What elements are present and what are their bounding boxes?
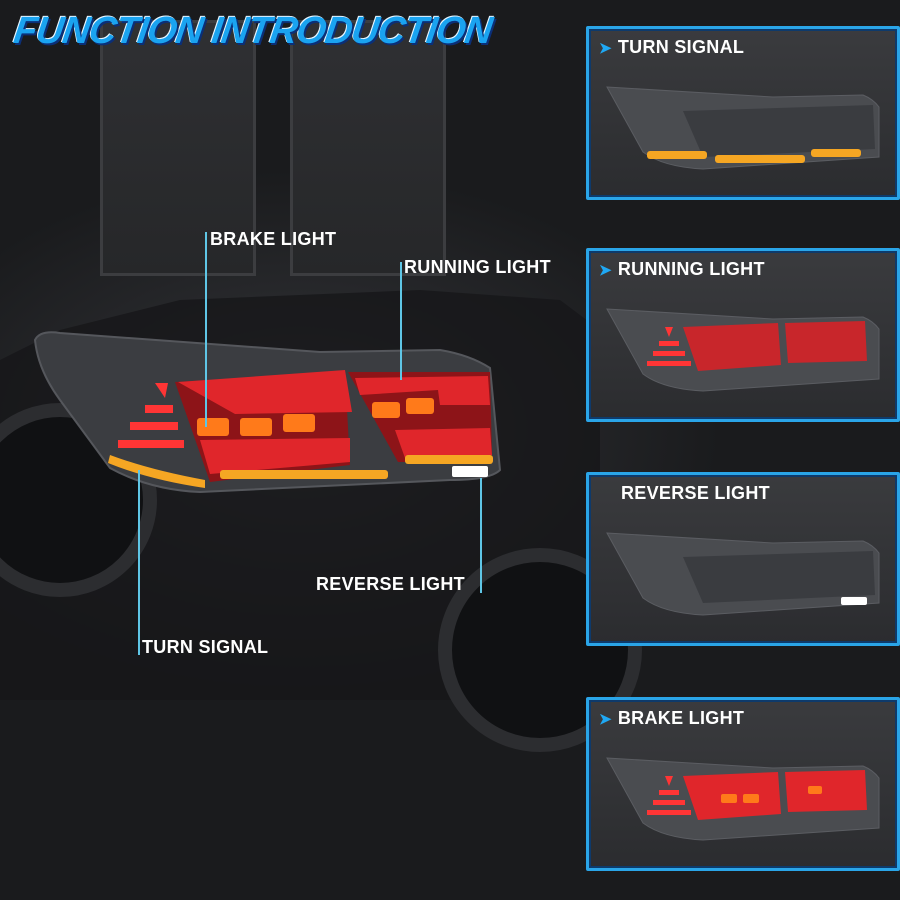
tail-light-brake-image [606,757,880,841]
garage-window [100,20,256,276]
chevron-right-icon: ➤ [599,262,612,279]
panel-turn-signal: ➤ TURN SIGNAL [586,26,900,200]
page-title: FUNCTION INTRODUCTION [11,10,495,52]
tail-light-turn-image [606,86,880,170]
callout-line-turn [138,470,140,655]
panel-label: RUNNING LIGHT [617,259,765,279]
callout-brake-light: BRAKE LIGHT [210,229,337,249]
callout-turn-signal: TURN SIGNAL [142,637,269,657]
tail-light-running-image [606,308,880,392]
panel-label: REVERSE LIGHT [621,483,770,503]
panel-running-light: ➤ RUNNING LIGHT [586,248,900,422]
callout-line-running [400,262,402,380]
callout-reverse-light: REVERSE LIGHT [316,574,465,594]
tail-light-reverse-image [606,532,880,616]
garage-window [290,20,446,276]
callout-line-reverse [480,478,482,593]
chevron-right-icon: ➤ [599,711,612,728]
chevron-right-icon: ➤ [599,40,612,57]
panel-reverse-light: REVERSE LIGHT [586,472,900,646]
callout-line-brake [205,232,207,427]
panel-label: BRAKE LIGHT [617,708,745,728]
panel-label: TURN SIGNAL [617,37,745,57]
callout-running-light: RUNNING LIGHT [404,257,551,277]
panel-brake-light: ➤ BRAKE LIGHT [586,697,900,871]
